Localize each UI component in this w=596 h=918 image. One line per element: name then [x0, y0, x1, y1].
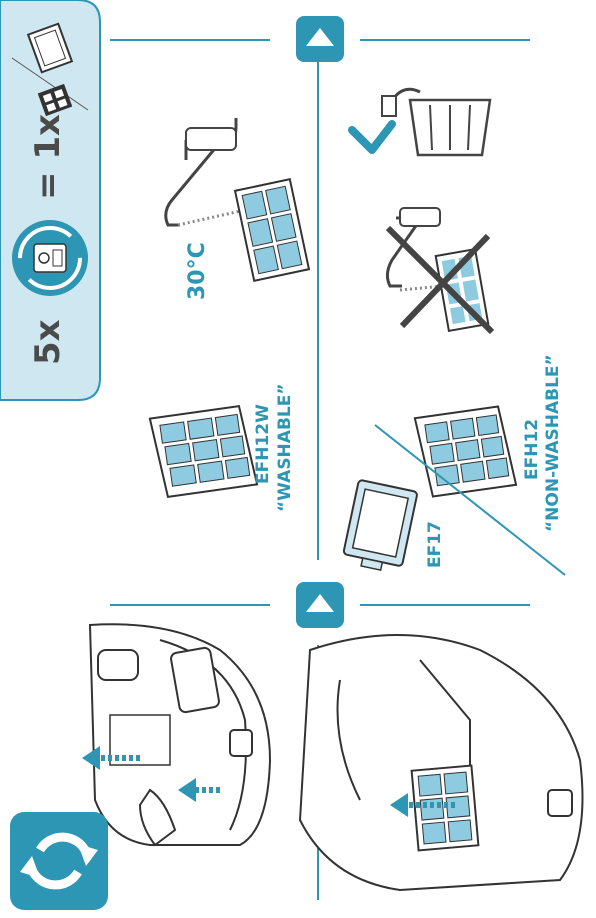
non-washable-model: EFH12 [522, 418, 542, 480]
header-count-left: 5x [28, 319, 68, 365]
option-separator [374, 424, 566, 576]
filter-pad-icon [26, 22, 74, 74]
up-arrow-icon [296, 16, 344, 62]
filter-icon [37, 83, 73, 117]
header-panel [0, 0, 101, 401]
non-washable-label: “NON-WASHABLE” [543, 354, 563, 532]
vacuum-filter-insert-illustration [298, 634, 584, 892]
ef17-model: EF17 [425, 521, 445, 568]
ef17-filter-illustration [342, 479, 418, 572]
recycle-bag-icon [12, 220, 88, 296]
refresh-icon [10, 812, 108, 910]
up-arrow-icon [296, 582, 344, 628]
washable-label: “WASHABLE” [275, 383, 295, 512]
washable-filter-illustration [148, 405, 259, 499]
faucet-wash-illustration [164, 118, 311, 283]
cross-icon [385, 225, 495, 335]
vacuum-open-top-illustration [82, 623, 272, 847]
checkmark-icon [348, 120, 396, 154]
washable-model: EFH12W [253, 404, 273, 484]
trash-can-icon [381, 87, 492, 157]
no-wash-illustration [385, 207, 490, 333]
washing-temperature: 30°C [185, 242, 210, 300]
non-washable-filter-illustration [413, 405, 518, 498]
header-equals: = 1x [28, 114, 68, 200]
